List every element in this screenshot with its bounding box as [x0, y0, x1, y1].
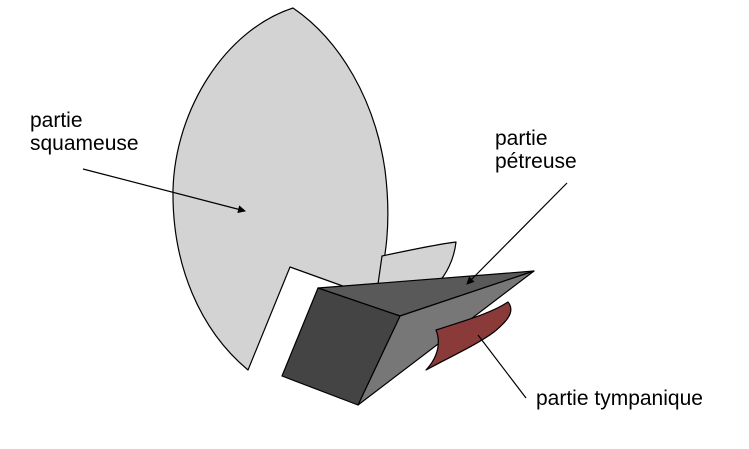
- label-petreuse-line2: pétreuse: [495, 150, 577, 173]
- label-tympanique-line1: partie tympanique: [536, 387, 703, 410]
- squameuse-leader-line: [82, 168, 246, 214]
- label-partie-tympanique: partie tympanique: [536, 387, 703, 410]
- petreuse-leader-line: [466, 182, 568, 285]
- label-partie-squameuse: partie squameuse: [30, 109, 139, 155]
- tympanic-part-shape: [425, 301, 512, 371]
- label-partie-petreuse: partie pétreuse: [495, 127, 577, 173]
- petrous-front-face: [281, 287, 401, 406]
- squamous-part-shape: [172, 7, 389, 371]
- tympanique-leader-line: [477, 334, 527, 399]
- label-squameuse-line1: partie: [30, 109, 83, 132]
- label-petreuse-line1: partie: [495, 127, 548, 150]
- label-squameuse-line2: squameuse: [30, 132, 139, 155]
